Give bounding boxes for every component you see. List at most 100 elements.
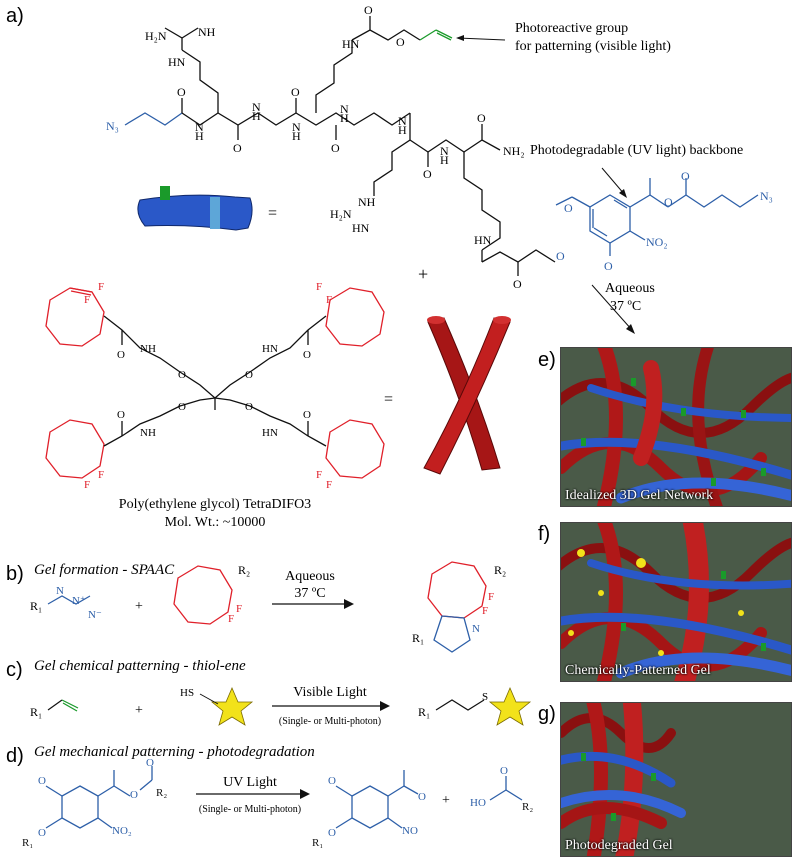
atom-h: H	[398, 123, 407, 137]
atom-o: O	[477, 111, 486, 125]
render-e: Idealized 3D Gel Network	[560, 347, 792, 507]
gel-network-render	[561, 348, 791, 506]
atom-o: O	[604, 259, 613, 273]
photodegradable-label: Photodegradable (UV light) backbone	[530, 143, 743, 158]
atom-o: O	[564, 201, 573, 215]
peptide-atoms: H₂N NH HN N₃ O H N O H N O H N O H N HN …	[106, 3, 565, 291]
reaction-c-cond-1: Visible Light	[293, 685, 367, 700]
atom-o: O	[303, 409, 311, 421]
atom-r1: R₁	[418, 705, 430, 719]
reaction-d-arrowhead	[300, 789, 310, 799]
atom-n: N	[195, 120, 204, 134]
atom-sh: HS	[180, 687, 194, 699]
photoreactive-label-1: Photoreactive group	[515, 21, 628, 36]
atom-h: H	[252, 109, 261, 123]
atom-o: O	[500, 765, 508, 777]
atom-f: F	[326, 479, 332, 491]
atom-n: N	[472, 623, 480, 635]
reaction-d-cond-2: (Single- or Multi-photon)	[199, 804, 301, 815]
atom-o: O	[423, 167, 432, 181]
atom-o: O	[331, 141, 340, 155]
atom-n-minus: N⁻	[88, 609, 102, 621]
alkene-double	[61, 699, 79, 709]
atom-o: O	[303, 349, 311, 361]
atom-f: F	[228, 613, 234, 625]
plus-sign: +	[418, 264, 428, 284]
alkene-bond	[47, 699, 63, 711]
photodegradable-arrow	[601, 167, 626, 196]
atom-f: F	[98, 281, 104, 293]
atom-f: F	[84, 479, 90, 491]
thiol-star	[210, 686, 254, 726]
patterned-gel-render	[561, 523, 791, 681]
atom-hn: HN	[342, 37, 360, 51]
atom-f: F	[316, 469, 322, 481]
photodegradable-arrowhead	[619, 189, 627, 198]
linker-atoms: O O O N₃ NO₂ O	[564, 169, 773, 273]
render-g-caption: Photodegraded Gel	[565, 838, 673, 853]
atom-n: N	[440, 144, 449, 158]
atom-r1: R₁	[412, 631, 424, 645]
atom-r2: R₂	[238, 563, 250, 577]
nitrobenzyl-linker	[555, 178, 759, 256]
atom-o: O	[328, 827, 336, 839]
render-f: Chemically-Patterned Gel	[560, 522, 792, 682]
atom-r2: R₂	[494, 563, 506, 577]
reactant-d-atoms: O O R₁ O O R₂ NO₂	[22, 757, 167, 849]
plus-sign: +	[135, 599, 143, 614]
atom-hn: HN	[262, 343, 278, 355]
atom-s: S	[482, 691, 488, 703]
atom-o: O	[681, 169, 690, 183]
reaction-b-title: Gel formation - SPAAC	[34, 562, 175, 578]
atom-f: F	[488, 591, 494, 603]
atom-no: NO	[402, 825, 418, 837]
photoreactive-arrowhead	[456, 35, 464, 41]
nitroso-product	[335, 770, 419, 829]
atom-n: N	[398, 114, 407, 128]
atom-r1: R₁	[30, 705, 42, 719]
atom-o: O	[130, 789, 138, 801]
atom-nh2: NH₂	[503, 144, 525, 158]
atom-o: O	[38, 827, 46, 839]
atom-hn: HN	[474, 233, 492, 247]
panel-label-g: g)	[538, 703, 556, 725]
atom-f: F	[482, 605, 488, 617]
nitrobenzyl-reactant	[45, 766, 153, 829]
peg-core	[103, 315, 327, 447]
atom-f: F	[326, 294, 332, 306]
photoreactive-arrow	[457, 37, 506, 41]
temperature-label: 37 ºC	[610, 299, 641, 314]
atom-o: O	[556, 249, 565, 263]
reaction-b-cond-2: 37 ºC	[294, 586, 325, 601]
atom-h: H	[292, 129, 301, 143]
product-d-atoms: O O R₁ O NO	[312, 775, 426, 849]
atom-r2: R₂	[522, 801, 533, 813]
atom-f: F	[84, 294, 90, 306]
reaction-b-arrowhead	[344, 599, 354, 609]
atom-n-plus: N⁺	[72, 595, 86, 607]
atom-hn: HN	[352, 221, 370, 235]
panel-label-b: b)	[6, 563, 24, 585]
atom-o: O	[245, 401, 253, 413]
atom-hn: HN	[262, 427, 278, 439]
atom-nh: NH	[198, 25, 216, 39]
photoreactive-label-2: for patterning (visible light)	[515, 39, 671, 54]
difo-ring-reactant	[173, 565, 233, 625]
panel-label-f: f)	[538, 523, 550, 545]
atom-o: O	[364, 3, 373, 17]
atom-o: O	[328, 775, 336, 787]
aqueous-label: Aqueous	[605, 281, 655, 296]
atom-o: O	[291, 85, 300, 99]
panel-label-e: e)	[538, 349, 556, 371]
atom-o: O	[38, 775, 46, 787]
atom-n3: N₃	[106, 119, 119, 133]
atom-o: O	[177, 85, 186, 99]
atom-o: O	[178, 369, 186, 381]
panel-label-a: a)	[6, 5, 24, 27]
atom-nh: NH	[140, 343, 156, 355]
atom-r2: R₂	[156, 787, 167, 799]
reaction-d-title: Gel mechanical patterning - photodegrada…	[34, 744, 315, 760]
render-f-caption: Chemically-Patterned Gel	[565, 663, 711, 678]
thioether-bonds	[435, 699, 485, 711]
